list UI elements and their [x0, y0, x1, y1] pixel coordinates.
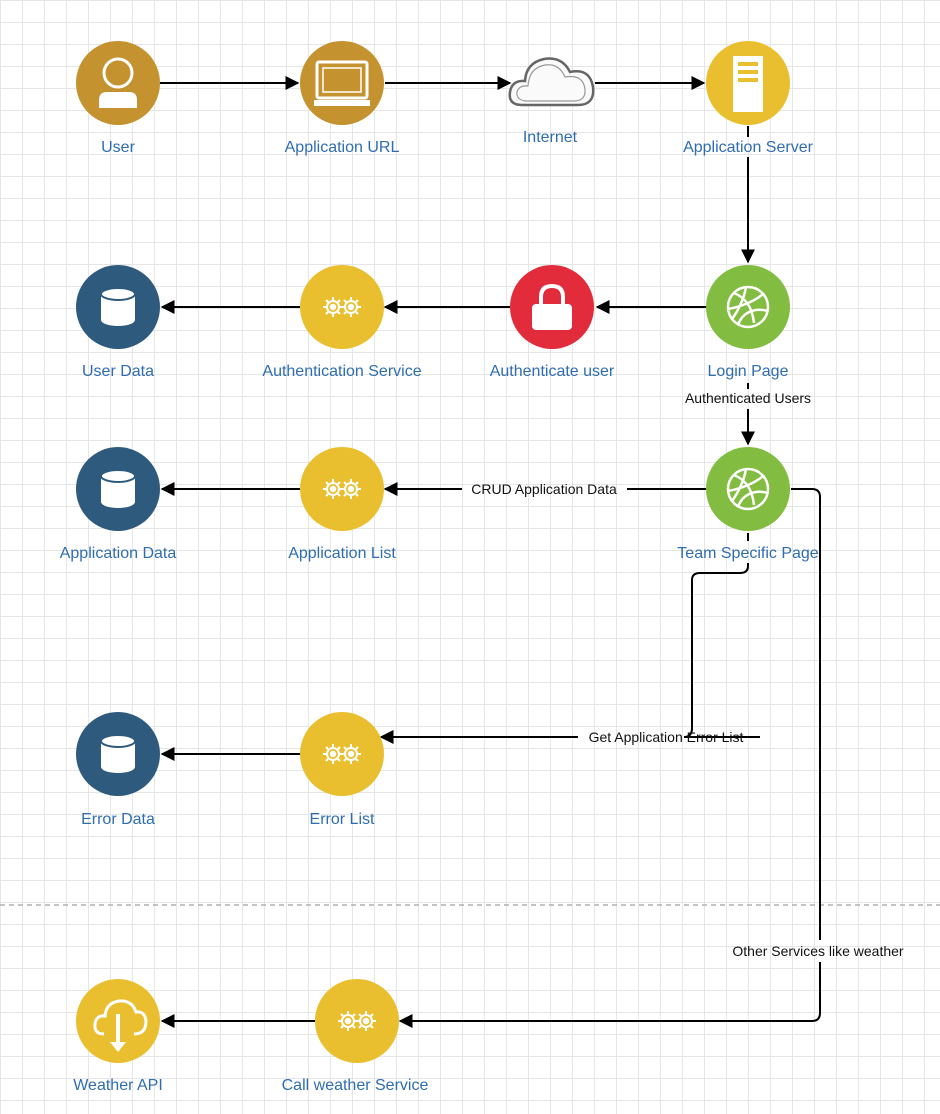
node-app-list[interactable]: Application List [288, 447, 396, 562]
node-weather-api[interactable]: Weather API [73, 979, 163, 1094]
node-label-error-data: Error Data [81, 811, 155, 828]
node-label-user: User [101, 139, 135, 156]
node-internet[interactable]: Internet [508, 57, 595, 146]
edge-label-other-services: Other Services like weather [732, 943, 904, 959]
node-team-page[interactable]: Team Specific Page [677, 447, 819, 562]
cloud-download-icon [93, 999, 148, 1052]
edge-team-page-to-weather-service[interactable] [400, 488, 821, 1021]
node-weather-service[interactable]: Call weather Service [282, 979, 429, 1094]
node-label-weather-api: Weather API [73, 1077, 163, 1094]
lock-icon [532, 283, 572, 330]
monitor-icon [314, 60, 370, 106]
node-label-login-page: Login Page [708, 363, 789, 380]
node-user-data[interactable]: User Data [76, 265, 160, 380]
node-error-data[interactable]: Error Data [76, 712, 160, 828]
node-label-error-list: Error List [310, 811, 375, 828]
edges [160, 76, 821, 1021]
node-label-app-data: Application Data [60, 545, 177, 562]
edge-label-get-error-list: Get Application Error List [589, 729, 744, 745]
node-app-server[interactable]: Application Server [683, 41, 814, 156]
node-error-list[interactable]: Error List [300, 712, 384, 828]
node-label-internet: Internet [523, 129, 578, 146]
node-authenticate-user[interactable]: Authenticate user [490, 265, 615, 380]
node-login-page[interactable]: Login Page [706, 265, 790, 380]
edge-label-authenticated-users: Authenticated Users [685, 390, 811, 406]
server-icon [733, 56, 763, 112]
database-icon [100, 469, 136, 509]
node-label-app-server: Application Server [683, 139, 814, 156]
database-icon [100, 734, 136, 774]
node-label-team-page: Team Specific Page [677, 545, 819, 562]
edge-label-crud-app-data: CRUD Application Data [471, 481, 617, 497]
node-label-user-data: User Data [82, 363, 154, 380]
node-label-app-list: Application List [288, 545, 396, 562]
user-icon [99, 57, 137, 108]
node-label-weather-service: Call weather Service [282, 1077, 429, 1094]
node-user[interactable]: User [76, 41, 160, 156]
node-auth-service[interactable]: Authentication Service [262, 265, 422, 380]
edge-team-page-to-error-list[interactable] [381, 533, 760, 737]
cloud-icon [508, 57, 595, 107]
node-app-url[interactable]: Application URL [285, 41, 400, 156]
node-label-auth-service: Authentication Service [262, 363, 421, 380]
database-icon [100, 287, 136, 327]
node-label-app-url: Application URL [285, 139, 400, 156]
node-app-data[interactable]: Application Data [60, 447, 177, 562]
node-label-authenticate-user: Authenticate user [490, 363, 615, 380]
